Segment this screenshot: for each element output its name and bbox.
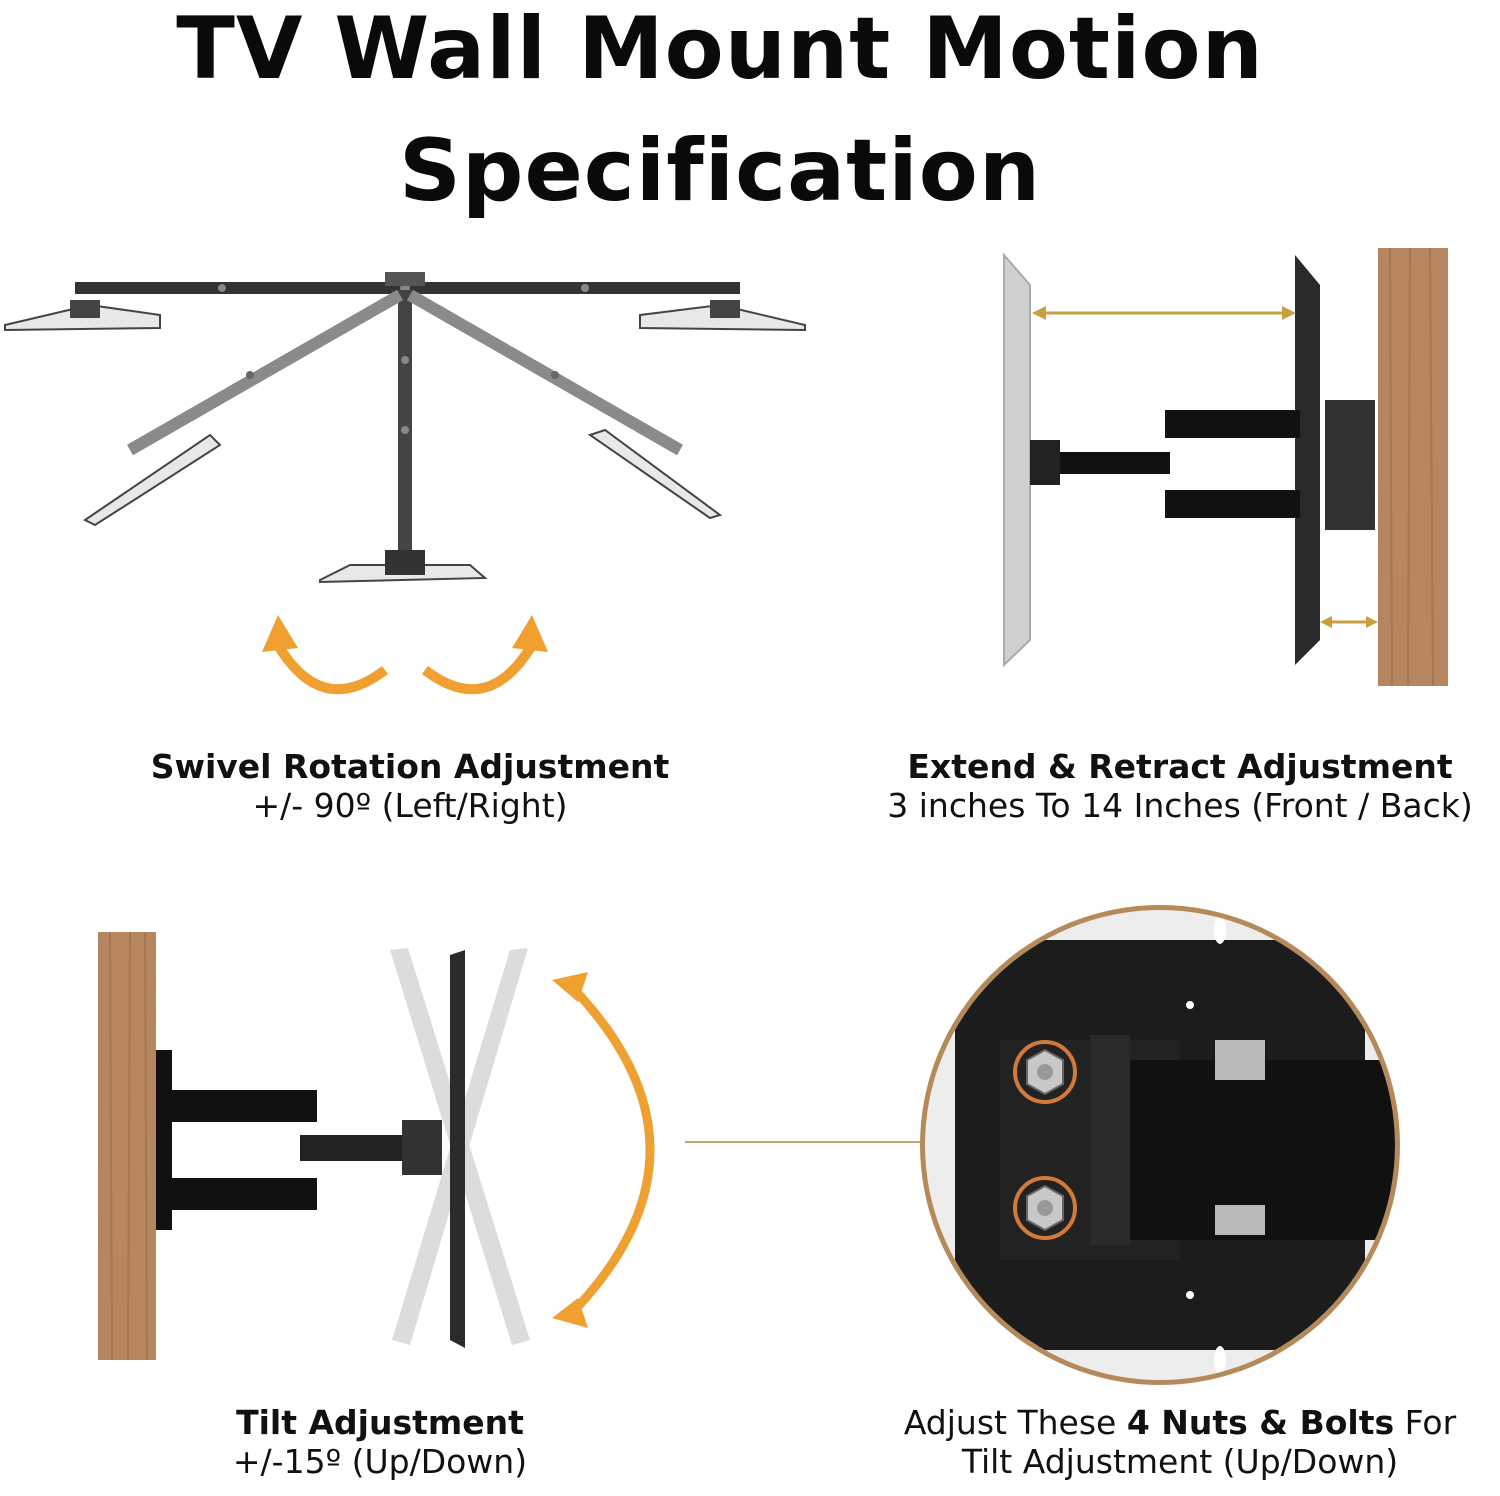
nuts-line-1: Adjust These 4 Nuts & Bolts For (860, 1403, 1500, 1443)
nuts-suffix: For (1394, 1403, 1457, 1442)
bolt-upper (1013, 1040, 1077, 1104)
swivel-left-arrow (270, 637, 389, 695)
tilt-heading: Tilt Adjustment (236, 1403, 524, 1442)
nuts-prefix: Adjust These (903, 1403, 1127, 1442)
swivel-right-arm (407, 289, 683, 456)
nuts-emphasis: 4 Nuts & Bolts (1126, 1403, 1395, 1442)
extend-illustration (1003, 247, 1448, 687)
extend-caption: Extend & Retract Adjustment 3 inches To … (860, 747, 1500, 826)
swivel-illustration (4, 272, 806, 695)
swivel-left-arm (127, 289, 403, 456)
extend-heading: Extend & Retract Adjustment (907, 747, 1453, 786)
bolts-zoom-illustration (920, 905, 1400, 1385)
tv-plate-right-diag (587, 428, 723, 520)
swivel-caption: Swivel Rotation Adjustment +/- 90º (Left… (110, 747, 710, 826)
tilt-arc-arrow (566, 981, 655, 1319)
wall-panel (1378, 248, 1448, 686)
extend-lower-arm (1165, 490, 1300, 518)
tilt-upper-arm (172, 1090, 317, 1122)
nuts-caption: Adjust These 4 Nuts & Bolts For Tilt Adj… (860, 1403, 1500, 1482)
tv-extended (1003, 252, 1031, 668)
swivel-center-arm (398, 290, 412, 555)
extend-detail: 3 inches To 14 Inches (Front / Back) (887, 785, 1473, 825)
nuts-line-2: Tilt Adjustment (Up/Down) (961, 1441, 1399, 1481)
title-line-1: TV Wall Mount Motion (176, 0, 1264, 99)
tv-retracted (1295, 255, 1320, 665)
title-line-2: Specification (398, 121, 1042, 221)
bolt-lower (1013, 1176, 1077, 1240)
tilt-detail: +/-15º (Up/Down) (232, 1441, 528, 1481)
tilt-caption: Tilt Adjustment +/-15º (Up/Down) (130, 1403, 630, 1482)
extend-front-arm (1060, 452, 1170, 474)
swivel-detail: +/- 90º (Left/Right) (252, 785, 568, 825)
tv-plate-left-diag (83, 433, 222, 527)
tv-level (450, 950, 465, 1348)
tilt-lower-arm (172, 1178, 317, 1210)
tilt-illustration (98, 931, 710, 1361)
extend-upper-arm (1165, 410, 1300, 438)
swivel-right-arrow (421, 637, 540, 695)
swivel-heading: Swivel Rotation Adjustment (150, 747, 670, 786)
